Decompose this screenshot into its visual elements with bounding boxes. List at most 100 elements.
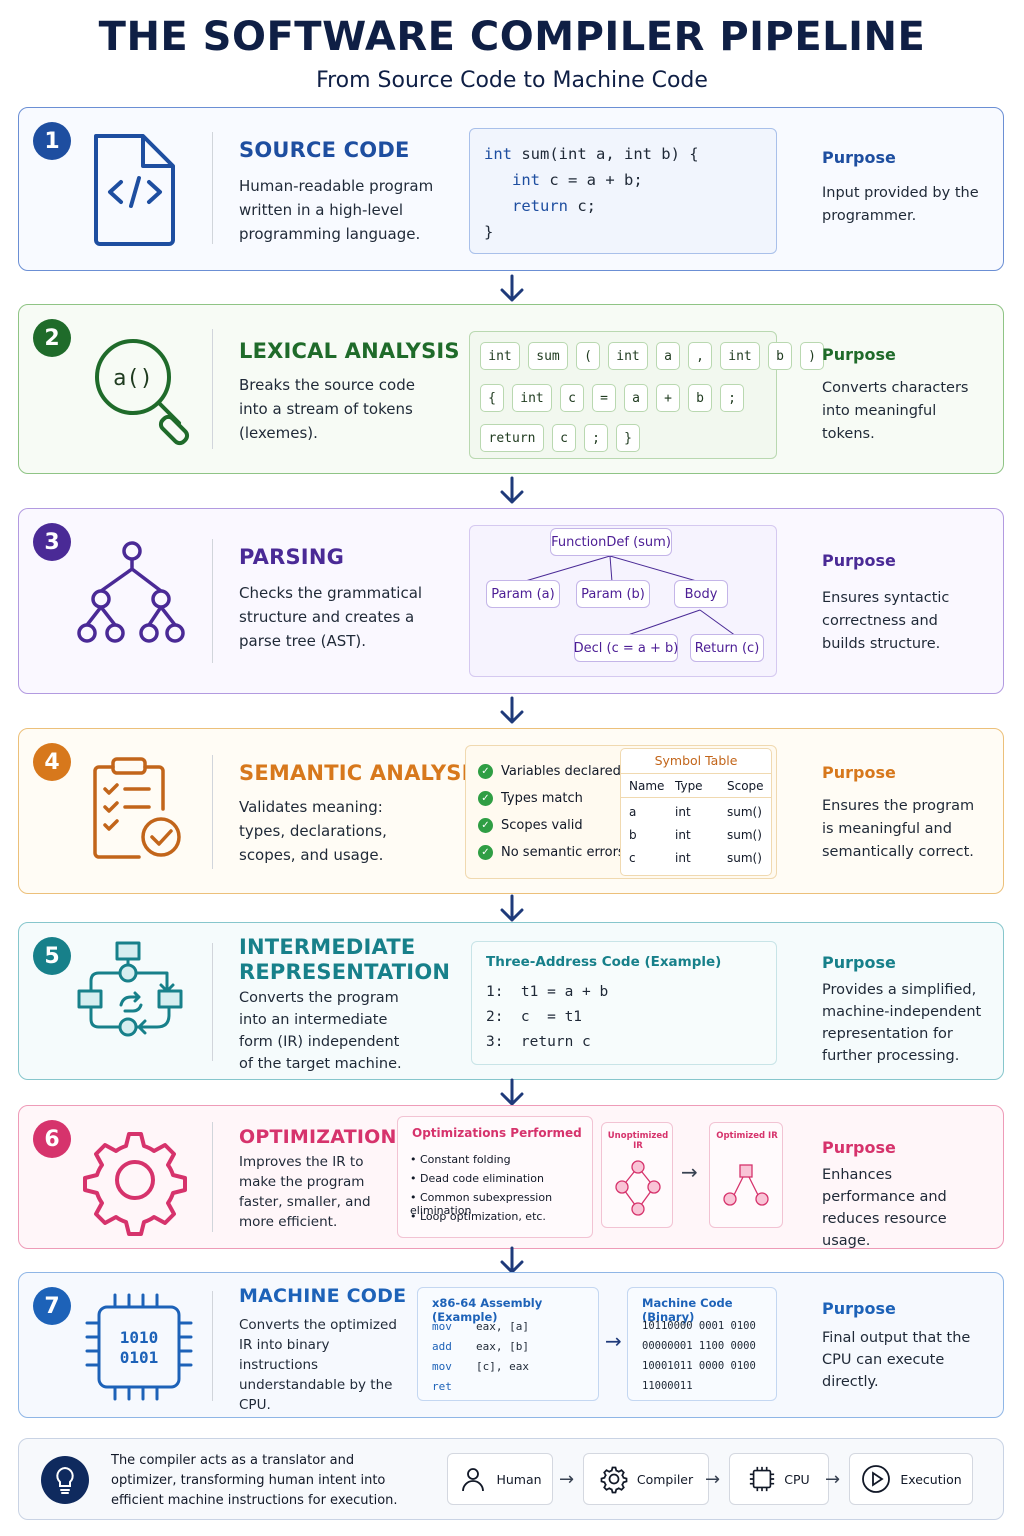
- gear-icon: [83, 1132, 187, 1236]
- flow-graph-icon: [77, 941, 183, 1037]
- tac-line: 1: t1 = a + b: [486, 984, 609, 1000]
- down-arrow-icon: [500, 696, 524, 724]
- stage-description: Breaks the source code into a stream of …: [239, 376, 415, 442]
- divider: [212, 755, 213, 869]
- chip-icon: 1010 0101: [85, 1293, 193, 1401]
- token-chip: }: [616, 424, 640, 452]
- token-chip: +: [656, 384, 680, 412]
- stage-description: Checks the grammatical structure and cre…: [239, 584, 423, 650]
- icon-text: a(): [113, 366, 153, 391]
- token-chip: a: [656, 342, 680, 370]
- unoptimized-graph-icon: [615, 1160, 661, 1216]
- purpose-description: Converts characters into meaningful toke…: [822, 380, 969, 442]
- purpose-title: Purpose: [822, 345, 896, 364]
- code-file-icon: [94, 134, 175, 246]
- assembly-title: x86-64 Assembly (Example): [432, 1296, 543, 1324]
- flow-execution: Execution: [849, 1453, 973, 1505]
- check-icon: ✓: [478, 845, 493, 860]
- table-cell: c: [629, 851, 636, 865]
- ir-example-title: Three-Address Code (Example): [486, 954, 722, 970]
- flow-label: CPU: [784, 1471, 810, 1487]
- token-chip: ;: [720, 384, 744, 412]
- check-item: ✓Types match: [478, 791, 583, 806]
- ir-example-box: Three-Address Code (Example) 1: t1 = a +…: [471, 941, 777, 1065]
- table-cell: a: [629, 805, 637, 819]
- stage-parsing: 3 PARSING Checks the grammatical structu…: [18, 508, 1004, 694]
- down-arrow-icon: [500, 476, 524, 504]
- stage-description: Converts the program into an intermediat…: [239, 990, 402, 1072]
- token-chip: int: [608, 342, 648, 370]
- arrow-right-icon: →: [825, 1469, 841, 1490]
- token-chip: int: [720, 342, 760, 370]
- gear-icon: [600, 1466, 628, 1494]
- optimization-item: • Dead code elimination: [410, 1172, 544, 1185]
- binary-line: 11000011: [642, 1380, 693, 1392]
- lightbulb-icon: [41, 1456, 89, 1504]
- stage-title-line: REPRESENTATION: [239, 960, 451, 984]
- purpose-description: Input provided by the programmer.: [822, 185, 979, 224]
- token-chip: b: [688, 384, 712, 412]
- stage-number: 2: [33, 319, 71, 357]
- asm-line: ret: [432, 1380, 452, 1393]
- stage-title: SOURCE CODE: [239, 138, 410, 162]
- check-icon: ✓: [478, 818, 493, 833]
- stage-title: INTERMEDIATE REPRESENTATION: [239, 935, 450, 985]
- flow-label: Compiler: [636, 1471, 694, 1487]
- stage-number: 3: [33, 523, 71, 561]
- token-chip: b: [768, 342, 792, 370]
- divider: [212, 132, 213, 244]
- check-icon: ✓: [478, 764, 493, 779]
- table-cell: sum(): [727, 851, 762, 865]
- optimizations-box: Optimizations Performed • Constant foldi…: [397, 1116, 593, 1238]
- flow-label: Human: [496, 1471, 542, 1487]
- optimized-ir-label: Optimized IR: [716, 1131, 778, 1141]
- stage-description: Improves the IR to make the program fast…: [239, 1154, 371, 1230]
- token-chip: c: [552, 424, 576, 452]
- stage-title: MACHINE CODE: [239, 1285, 407, 1307]
- arrow-right-icon: →: [681, 1160, 698, 1184]
- token-chip: int: [512, 384, 552, 412]
- magnifier-icon: a(): [95, 339, 190, 446]
- flow-compiler: Compiler: [583, 1453, 709, 1505]
- table-cell: int: [675, 805, 691, 819]
- chip-text: 0101: [120, 1348, 159, 1367]
- parse-tree-box: FunctionDef (sum) Param (a) Param (b) Bo…: [469, 525, 777, 677]
- purpose-title: Purpose: [822, 953, 896, 972]
- divider: [212, 539, 213, 663]
- optimized-ir-box: Optimized IR: [709, 1122, 783, 1228]
- divider: [212, 1122, 213, 1232]
- stage-number: 7: [33, 1287, 71, 1325]
- flow-cpu: CPU: [729, 1453, 829, 1505]
- stage-title: OPTIMIZATION: [239, 1126, 397, 1148]
- binary-box: Machine Code (Binary) 10110000 0001 0100…: [627, 1287, 777, 1401]
- purpose-description: Enhances performance and reduces resourc…: [822, 1167, 947, 1249]
- divider: [621, 797, 771, 798]
- tree-icon: [77, 541, 185, 643]
- purpose-title: Purpose: [822, 1299, 896, 1318]
- person-icon: [462, 1468, 485, 1492]
- token-chip: sum: [528, 342, 568, 370]
- purpose-title: Purpose: [822, 1138, 896, 1157]
- arrow-right-icon: →: [559, 1469, 575, 1490]
- stage-description: Converts the optimized IR into binary in…: [239, 1317, 397, 1413]
- optimized-graph-icon: [723, 1164, 769, 1206]
- symbol-table: Symbol Table Name Type Scope a int sum()…: [620, 748, 772, 876]
- code-line: int sum(int a, int b) {: [484, 145, 699, 163]
- table-header: Type: [675, 779, 703, 793]
- arrow-right-icon: →: [605, 1329, 622, 1353]
- down-arrow-icon: [500, 1078, 524, 1106]
- binary-line: 10001011 0000 0100: [642, 1360, 756, 1372]
- stage-description: Validates meaning: types, declarations, …: [239, 798, 387, 864]
- ast-node-body: Body: [674, 580, 728, 608]
- purpose-title: Purpose: [822, 763, 896, 782]
- optimizations-title: Optimizations Performed: [412, 1126, 582, 1140]
- table-header: Scope: [727, 779, 764, 793]
- page-subtitle: From Source Code to Machine Code: [316, 68, 708, 93]
- arrow-right-icon: →: [705, 1469, 721, 1490]
- stage-number: 5: [33, 937, 71, 975]
- check-item: ✓Scopes valid: [478, 818, 583, 833]
- token-chip: ): [800, 342, 824, 370]
- table-cell: sum(): [727, 805, 762, 819]
